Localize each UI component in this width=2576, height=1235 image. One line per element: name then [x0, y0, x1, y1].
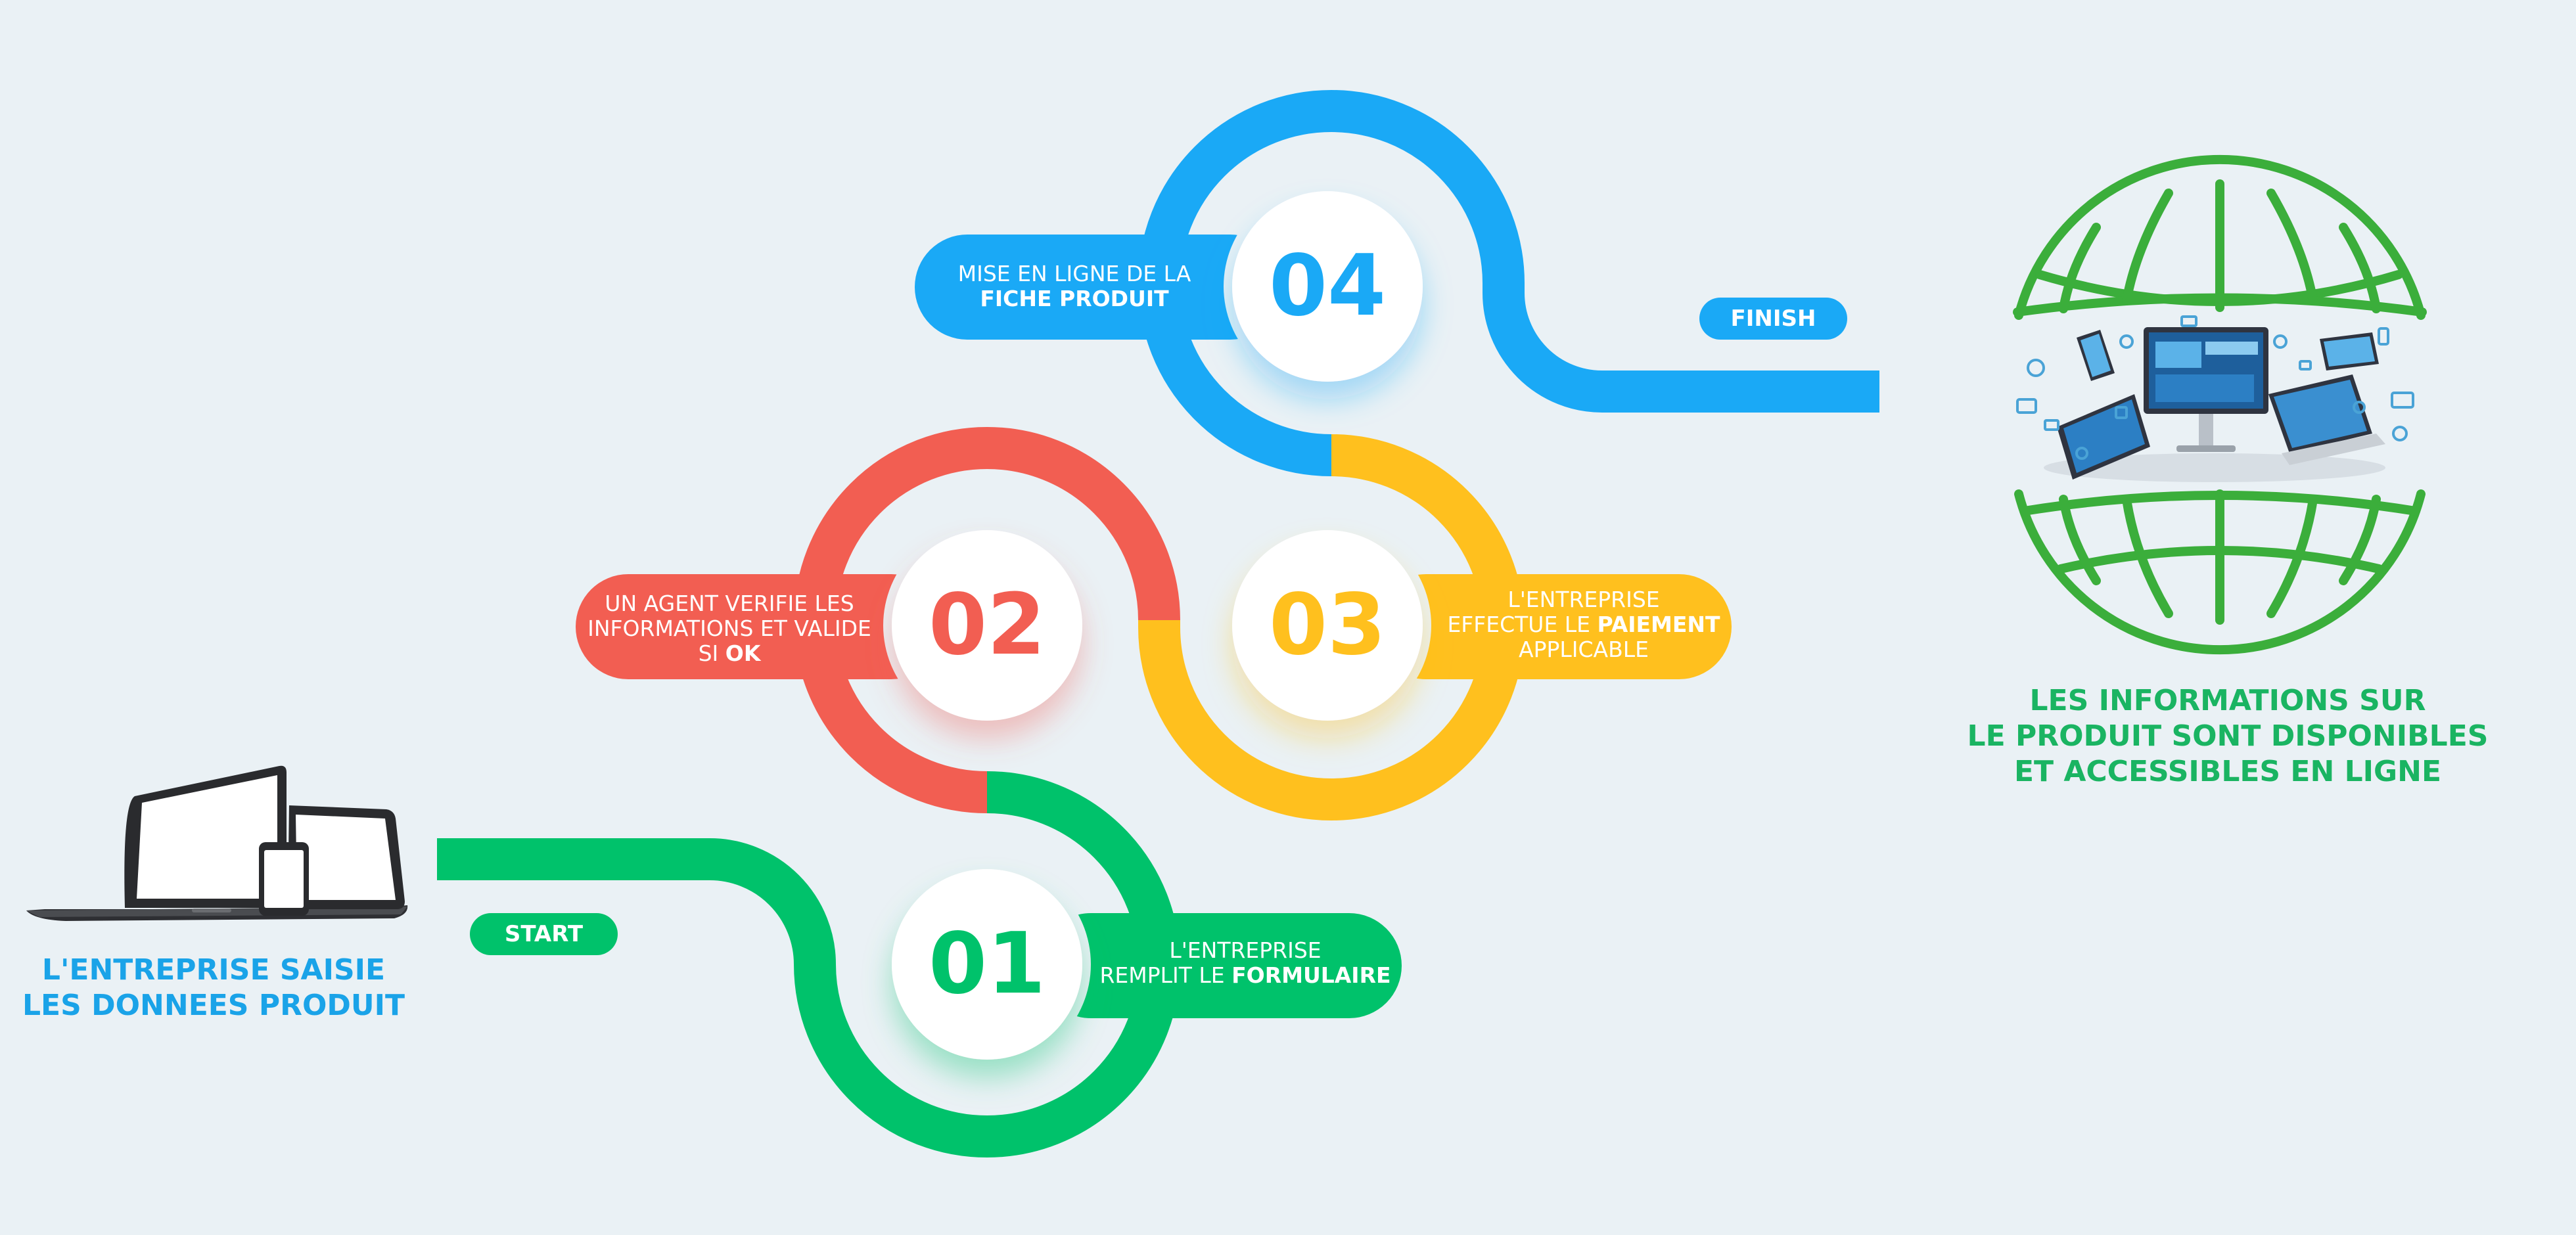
track-step-1: [437, 771, 1181, 1158]
pill-step-1: [1038, 913, 1402, 1018]
finish-badge: FINISH: [1699, 298, 1847, 340]
step-1-description: L'ENTREPRISE REMPLIT LE FORMULAIRE: [1091, 938, 1400, 988]
step-4-line-2: FICHE PRODUIT: [980, 286, 1169, 311]
left-caption: L'ENTREPRISE SAISIE LES DONNEES PRODUIT: [0, 953, 427, 1023]
pill-step-4: [915, 235, 1283, 340]
step-1-number: 01: [928, 915, 1046, 1013]
left-caption-line-1: L'ENTREPRISE SAISIE: [41, 953, 386, 987]
pill-step-2: [576, 574, 944, 679]
left-caption-line-2: LES DONNEES PRODUIT: [22, 989, 405, 1022]
right-caption: LES INFORMATIONS SUR LE PRODUIT SONT DIS…: [1932, 683, 2523, 790]
start-badge: START: [470, 913, 618, 955]
right-caption-line-3: ET ACCESSIBLES EN LIGNE: [2013, 755, 2442, 788]
step-4-number: 04: [1268, 237, 1387, 335]
right-caption-line-2: LE PRODUIT SONT DISPONIBLES: [1967, 719, 2489, 753]
circle-step-1: [883, 861, 1091, 1068]
pill-step-3: [1373, 574, 1732, 679]
circle-step-4: [1224, 183, 1431, 390]
laptop-tablet-phone-icon: [26, 765, 408, 921]
step-3-line-1: L'ENTREPRISE: [1507, 587, 1660, 612]
step-3-number: 03: [1268, 576, 1387, 674]
step-2-description: UN AGENT VERIFIE LES INFORMATIONS ET VAL…: [585, 591, 874, 666]
globe-devices-icon: [2013, 154, 2427, 655]
step-2-number: 02: [928, 576, 1046, 674]
step-2-line-2: INFORMATIONS ET VALIDE: [587, 616, 871, 641]
step-3-line-3: APPLICABLE: [1519, 637, 1649, 662]
step-4-line-1: MISE EN LIGNE DE LA: [957, 261, 1191, 286]
step-3-description: L'ENTREPRISE EFFECTUE LE PAIEMENT APPLIC…: [1439, 587, 1728, 662]
step-3-line-2: EFFECTUE LE PAIEMENT: [1447, 612, 1720, 637]
step-1-line-2: REMPLIT LE FORMULAIRE: [1099, 962, 1391, 988]
circle-step-3: [1224, 522, 1431, 729]
track-step-3: [1138, 434, 1525, 821]
right-caption-line-1: LES INFORMATIONS SUR: [2029, 684, 2426, 717]
track-step-4: [1138, 89, 1879, 476]
step-1-line-1: L'ENTREPRISE: [1169, 937, 1322, 963]
step-4-description: MISE EN LIGNE DE LA FICHE PRODUIT: [940, 261, 1209, 311]
step-2-line-3: SI OK: [698, 640, 761, 666]
step-2-line-1: UN AGENT VERIFIE LES: [605, 591, 854, 616]
circle-step-2: [883, 522, 1091, 729]
track-step-2: [793, 426, 1180, 813]
